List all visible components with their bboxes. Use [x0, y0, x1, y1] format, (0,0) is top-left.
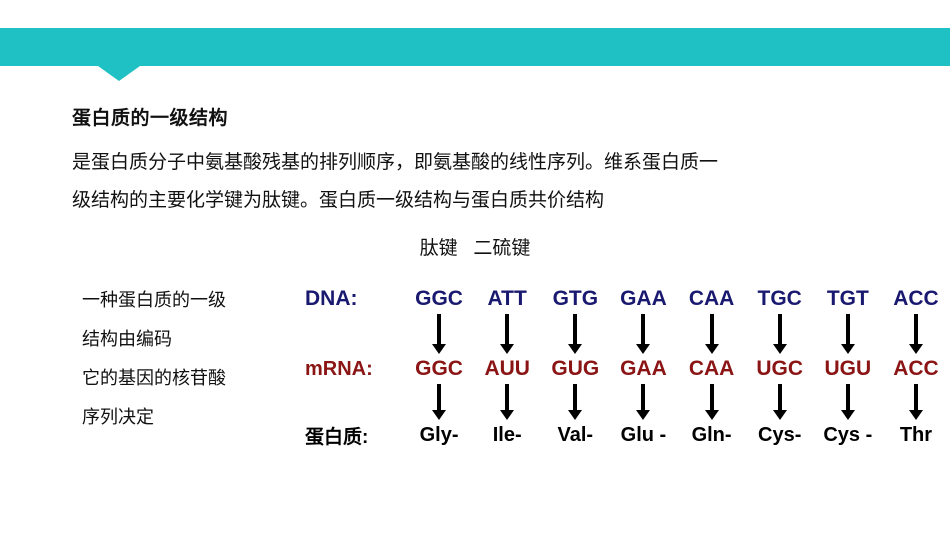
down-arrow-icon	[908, 314, 923, 354]
codon-dna-1: GGC	[415, 287, 463, 310]
down-arrow-icon	[772, 384, 787, 420]
down-arrow-icon	[704, 384, 719, 420]
residue-4: Glu -	[620, 423, 667, 446]
side-note-line-4: 序列决定	[82, 407, 154, 427]
down-arrow-icon	[500, 314, 515, 354]
codon-dna-7: TGT	[826, 287, 869, 310]
codon-mrna-1: GGC	[415, 357, 463, 380]
side-note: 一种蛋白质的一级 结构由编码 它的基因的核苷酸 序列决定	[82, 281, 297, 437]
bond-types-label: 肽键 二硫键	[419, 238, 531, 259]
down-arrow-icon	[432, 314, 447, 354]
arrow-cell-6	[746, 384, 814, 420]
arrow-cell-4	[609, 314, 677, 354]
codon-dna-2: ATT	[487, 287, 527, 310]
arrow-cell-3	[541, 384, 609, 420]
body-paragraph: 是蛋白质分子中氨基酸残基的排列顺序，即氨基酸的线性序列。维系蛋白质一 级结构的主…	[72, 144, 932, 220]
codon-mrna-6: UGC	[756, 357, 804, 380]
residue-1: Gly-	[419, 423, 459, 446]
down-arrow-icon	[840, 384, 855, 420]
codon-mrna-4: GAA	[620, 357, 667, 380]
arrow-cell-6	[746, 314, 814, 354]
codon-dna-3: GTG	[552, 287, 599, 310]
translation-arrow-band	[405, 384, 950, 420]
down-arrow-icon	[568, 384, 583, 420]
residue-5: Gln-	[691, 423, 732, 446]
arrow-cell-2	[473, 314, 541, 354]
banner-pointer-triangle-icon	[98, 66, 140, 81]
residue-6: Cys-	[758, 423, 802, 446]
residue-list-protein: Gly- Ile- Val- Glu - Gln- Cys- Cys - Thr	[397, 424, 950, 447]
down-arrow-icon	[568, 314, 583, 354]
codon-list-dna: GGC ATT GTG GAA CAA TGC TGT ACC	[397, 287, 950, 311]
arrow-cell-8	[882, 314, 950, 354]
transcription-arrow-band	[405, 314, 950, 354]
arrow-cell-4	[609, 384, 677, 420]
arrow-cell-5	[678, 384, 746, 420]
arrow-cell-5	[678, 314, 746, 354]
residue-7: Cys -	[823, 423, 873, 446]
codon-dna-6: TGC	[757, 287, 802, 310]
codon-mrna-8: ACC	[893, 357, 939, 380]
page-title: 蛋白质的一级结构	[72, 108, 229, 129]
side-note-line-3: 它的基因的核苷酸	[82, 368, 226, 388]
row-label-dna: DNA:	[305, 287, 358, 310]
central-dogma-diagram: DNA: GGC ATT GTG GAA CAA TGC TGT ACC	[305, 278, 950, 453]
codon-dna-4: GAA	[620, 287, 667, 310]
codon-list-mrna: GGC AUU GUG GAA CAA UGC UGU ACC	[397, 357, 950, 381]
residue-2: Ile-	[492, 423, 522, 446]
down-arrow-icon	[908, 384, 923, 420]
codon-mrna-7: UGU	[824, 357, 872, 380]
row-label-mrna: mRNA:	[305, 357, 373, 380]
residue-8: Thr	[899, 423, 933, 446]
codon-mrna-3: GUG	[551, 357, 600, 380]
residue-3: Val-	[557, 423, 594, 446]
top-banner	[0, 28, 950, 66]
diagram-row-protein: 蛋白质: Gly- Ile- Val- Glu - Gln- Cys- Cys …	[305, 420, 950, 450]
codon-dna-8: ACC	[893, 287, 939, 310]
down-arrow-icon	[704, 314, 719, 354]
diagram-row-dna: DNA: GGC ATT GTG GAA CAA TGC TGT ACC	[305, 284, 950, 314]
side-note-line-2: 结构由编码	[82, 329, 172, 349]
down-arrow-icon	[840, 314, 855, 354]
codon-mrna-2: AUU	[484, 357, 530, 380]
codon-dna-5: CAA	[688, 287, 735, 310]
row-label-protein: 蛋白质:	[305, 426, 369, 448]
arrow-cell-2	[473, 384, 541, 420]
arrow-cell-7	[814, 384, 882, 420]
arrow-cell-7	[814, 314, 882, 354]
down-arrow-icon	[772, 314, 787, 354]
arrow-cell-1	[405, 314, 473, 354]
arrow-cell-1	[405, 384, 473, 420]
down-arrow-icon	[636, 384, 651, 420]
diagram-row-mrna: mRNA: GGC AUU GUG GAA CAA UGC UGU ACC	[305, 354, 950, 384]
down-arrow-icon	[636, 314, 651, 354]
down-arrow-icon	[432, 384, 447, 420]
arrow-cell-3	[541, 314, 609, 354]
codon-mrna-5: CAA	[688, 357, 735, 380]
side-note-line-1: 一种蛋白质的一级	[82, 290, 226, 310]
paragraph-line-1: 是蛋白质分子中氨基酸残基的排列顺序，即氨基酸的线性序列。维系蛋白质一	[72, 152, 719, 173]
arrow-cell-8	[882, 384, 950, 420]
paragraph-line-2: 级结构的主要化学键为肽键。蛋白质一级结构与蛋白质共价结构	[72, 190, 605, 211]
down-arrow-icon	[500, 384, 515, 420]
